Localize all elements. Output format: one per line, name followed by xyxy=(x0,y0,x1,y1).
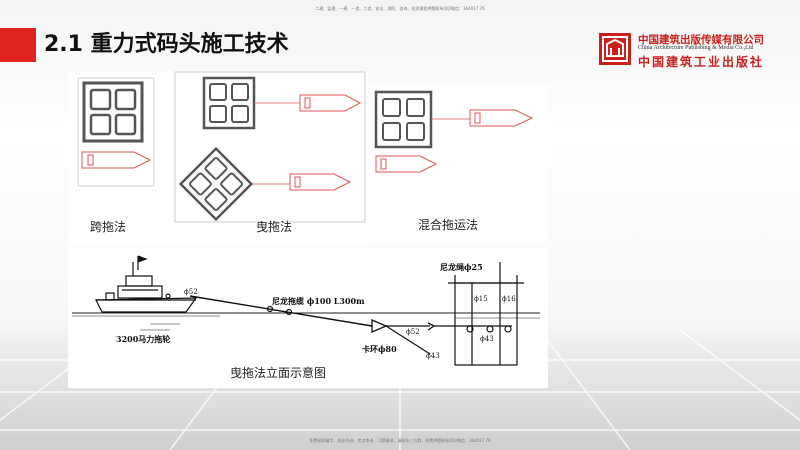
caisson-plan-tow-rotated xyxy=(178,146,254,222)
top-note: 二建、监理、一建、一造、二造、安全、消防、咨询、检测课程押题联系QQ/微信：36… xyxy=(315,6,485,11)
label-tugboat: 3200马力拖轮 xyxy=(116,334,171,344)
label-rope-small: ϕ52 xyxy=(184,288,198,296)
label-nylon-rope: 尼龙绳ϕ25 xyxy=(440,262,483,272)
caisson-plan-mixed xyxy=(374,90,433,149)
publisher-name-en: China Architecture Publishing & Media Co… xyxy=(638,45,754,51)
tug-boat-straddle xyxy=(81,151,152,169)
label-caisson-dim-15: ϕ15 xyxy=(474,295,488,303)
label-tow-rope: 尼龙拖缆 ϕ100 L300m xyxy=(272,296,365,306)
label-rope-lower: ϕ43 xyxy=(426,352,440,360)
caisson-plan-tow xyxy=(202,76,256,130)
caisson-plan-straddle xyxy=(82,81,144,143)
label-caisson-dim-43: ϕ43 xyxy=(480,335,494,343)
tug-boat-mixed-1 xyxy=(469,109,534,127)
bottom-note: 免费获取精华、执业内训、考点串讲、习题精讲，请联系三方群，收费押题联系QQ/微信… xyxy=(309,438,491,443)
tugboat-elevation-icon xyxy=(95,255,198,313)
publisher-logo-icon xyxy=(599,33,631,65)
title-accent-bar xyxy=(0,28,36,62)
label-shackle: 卡环ϕ80 xyxy=(362,344,397,354)
publisher-name-cn: 中国建筑出版传媒有限公司 xyxy=(638,34,764,46)
label-tow-method: 曳拖法 xyxy=(256,220,293,234)
tug-boat-tow xyxy=(299,94,362,112)
label-caisson-dim-16: ϕ16 xyxy=(502,295,516,303)
page-title: 2.1 重力式码头施工技术 xyxy=(44,32,289,57)
publisher-name-stylized: 中国建筑工业出版社 xyxy=(638,55,765,69)
label-straddle-method: 跨拖法 xyxy=(90,220,127,234)
caisson-elevation xyxy=(434,262,524,366)
elevation-caption: 曳拖法立面示意图 xyxy=(230,366,327,380)
label-rope-small-2: ϕ52 xyxy=(406,328,420,336)
tug-boat-tow-2 xyxy=(289,173,352,191)
tug-boat-mixed-2 xyxy=(375,155,438,173)
label-mixed-method: 混合拖运法 xyxy=(418,218,479,232)
